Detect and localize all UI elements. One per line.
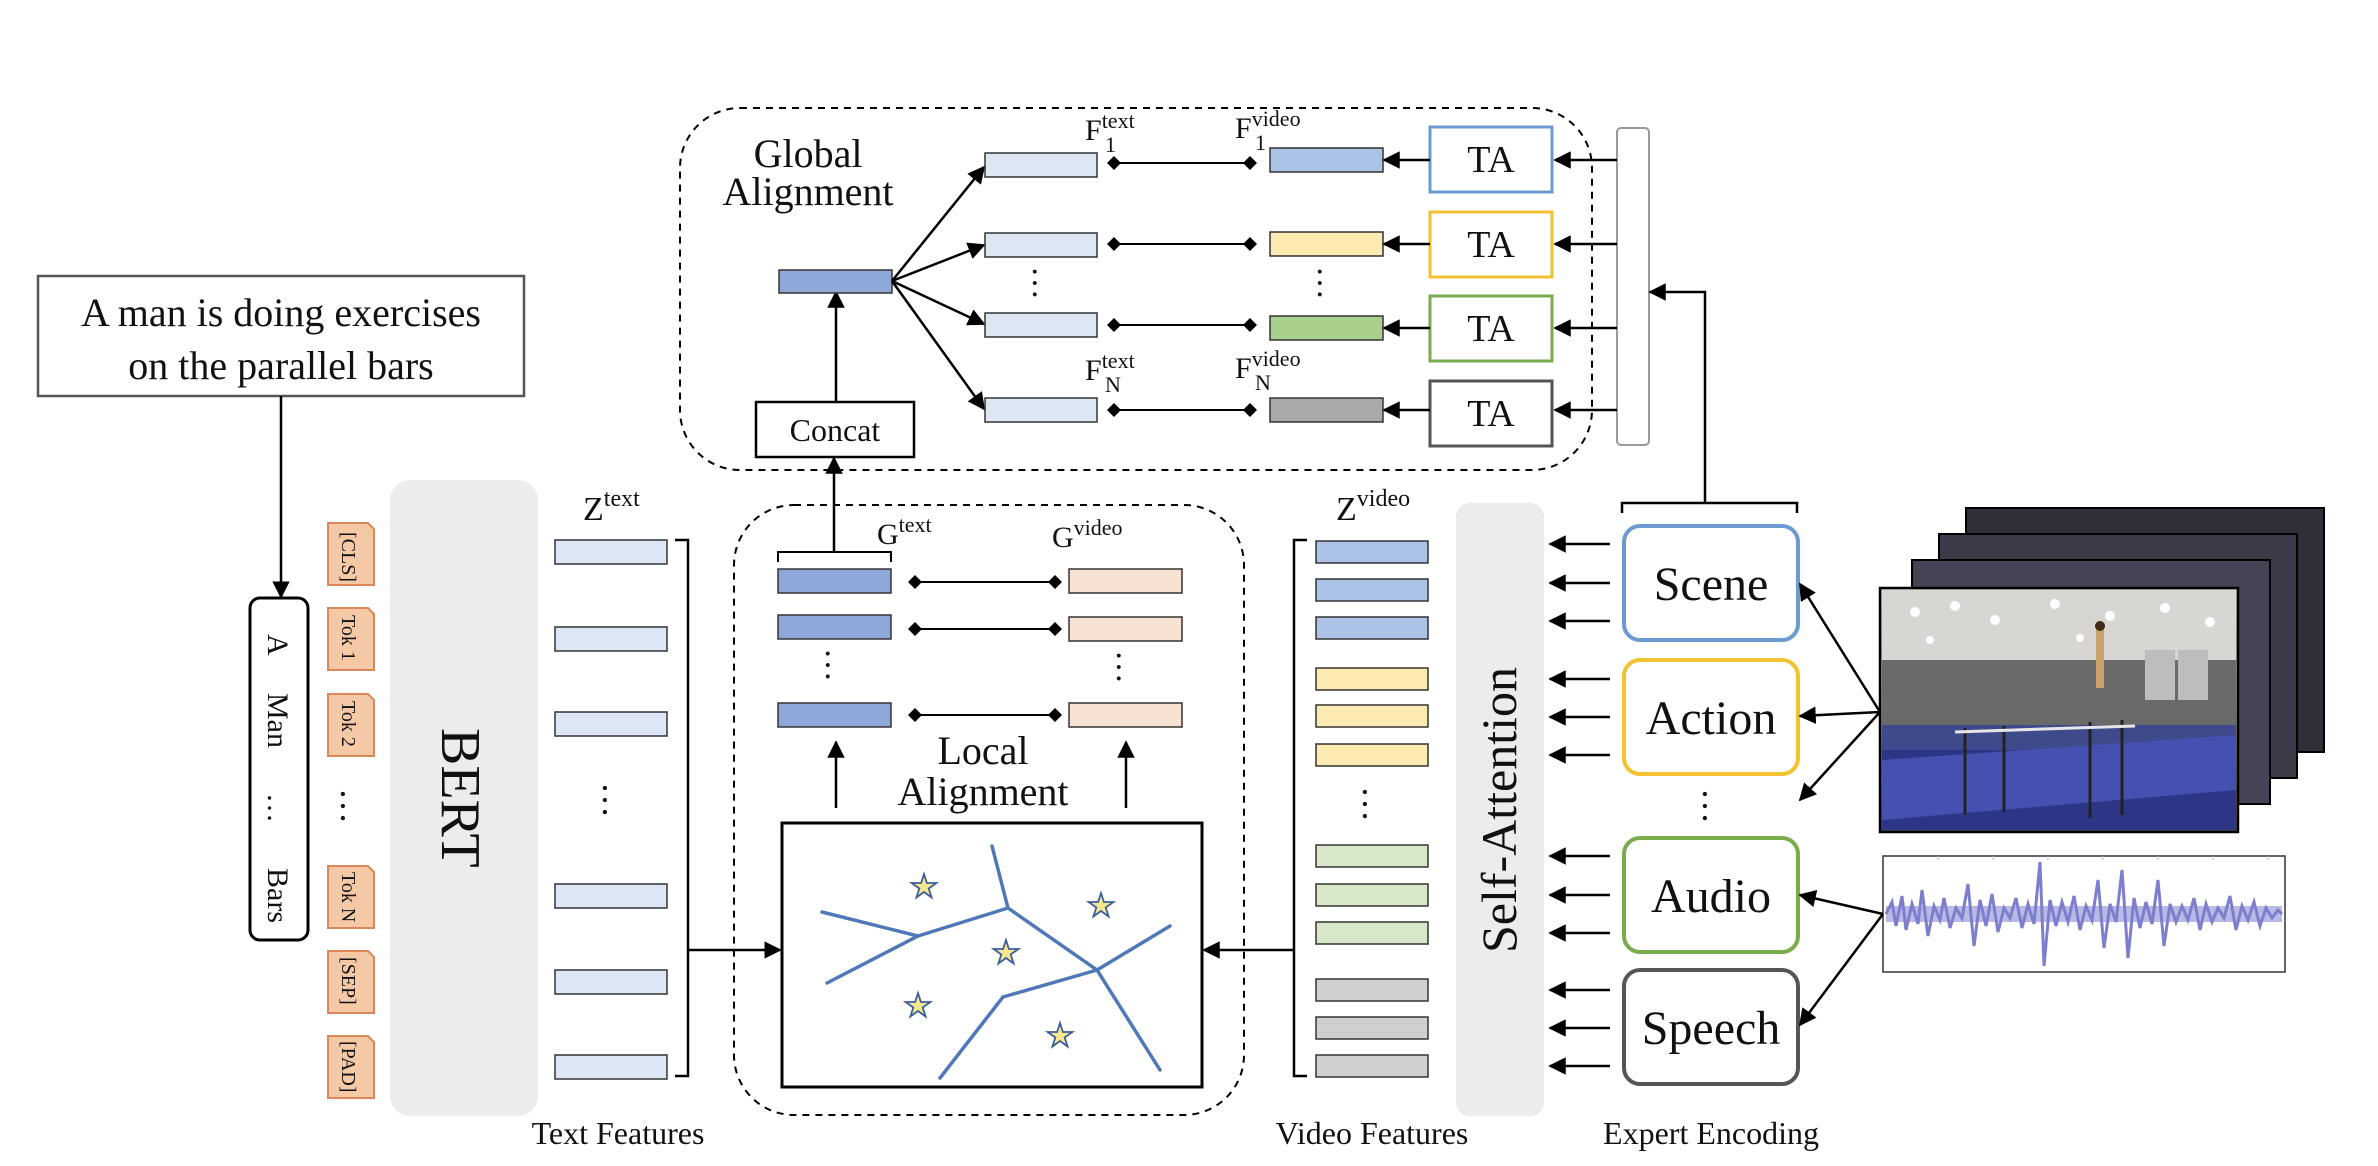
ta-label-1: TA <box>1467 139 1515 181</box>
video-feature-dots: … <box>1355 786 1395 822</box>
video-features-caption: Video Features <box>1276 1115 1469 1151</box>
token-cls: [CLS] <box>327 522 375 586</box>
token-word-3: … <box>261 793 294 823</box>
expert-dots: … <box>1695 788 1735 824</box>
ta-to-fvideo-arrows <box>1382 151 1430 419</box>
text-feature-vectors: … <box>554 539 668 1080</box>
g-text-bracket <box>777 551 892 562</box>
voronoi-box <box>780 821 1204 1089</box>
expert-action: Action <box>1622 658 1800 776</box>
token-word-2: Man <box>261 693 294 748</box>
token-word-box: A Man … Bars <box>248 596 310 942</box>
global-text-vector <box>778 269 893 294</box>
svg-text:…: … <box>1025 266 1062 300</box>
global-alignment-line-2: Alignment <box>722 169 893 214</box>
concat-label: Concat <box>790 412 881 448</box>
ta-label-4: TA <box>1467 393 1515 435</box>
text-features-caption: Text Features <box>532 1115 705 1151</box>
expert-speech-label: Speech <box>1642 1002 1781 1055</box>
ta-label-2: TA <box>1467 224 1515 266</box>
stack-to-ta-arrows <box>1553 151 1617 419</box>
video-features-bracket <box>1292 538 1307 1078</box>
expert-to-attention-arrows <box>1548 535 1610 1075</box>
bert-label: BERT <box>429 728 491 868</box>
g-video-label: Gvideo <box>1052 515 1123 554</box>
concat-box: Concat <box>754 400 916 459</box>
expert-stack-bar <box>1616 127 1650 446</box>
token-tok2: Tok 2 <box>327 693 375 757</box>
f-text-vectors: … <box>984 152 1098 423</box>
token-word-4: Bars <box>261 868 294 923</box>
token-tok1: Tok 1 <box>327 607 375 671</box>
z-video-label: Zvideo <box>1336 486 1410 528</box>
bert-block: BERT <box>390 480 538 1116</box>
svg-text:[CLS]: [CLS] <box>337 532 359 582</box>
expert-speech: Speech <box>1622 968 1800 1086</box>
z-text-label: Ztext <box>583 486 640 528</box>
token-dots: … <box>333 788 373 824</box>
svg-text:[SEP]: [SEP] <box>337 957 359 1005</box>
audio-waveform <box>1882 855 2286 973</box>
frames-to-expert-arrows <box>1798 582 1882 802</box>
expert-audio: Audio <box>1622 836 1800 954</box>
expert-scene: Scene <box>1622 524 1800 642</box>
global-alignment-line-1: Global <box>754 131 863 176</box>
expert-scene-label: Scene <box>1654 558 1769 611</box>
experts-to-stack-arrow <box>1648 283 1707 503</box>
ta-boxes: TA TA TA TA <box>1428 125 1554 448</box>
local-alignment-links <box>908 575 1062 722</box>
token-sep: [SEP] <box>327 950 375 1014</box>
expert-action-label: Action <box>1646 692 1777 745</box>
svg-text:Tok 2: Tok 2 <box>337 701 359 747</box>
svg-text:…: … <box>1310 266 1347 300</box>
token-word-1: A <box>261 634 294 656</box>
caption-line-1: A man is doing exercises <box>81 290 481 335</box>
video-feature-vectors: … <box>1315 540 1429 1078</box>
voronoi-centers <box>902 871 1117 1049</box>
expert-encoding-caption: Expert Encoding <box>1603 1115 1819 1151</box>
svg-text:Tok 1: Tok 1 <box>337 615 359 661</box>
local-alignment-region <box>733 504 1245 1116</box>
ta-label-3: TA <box>1467 308 1515 350</box>
self-attention-block: Self-Attention <box>1456 503 1544 1116</box>
svg-text:[PAD]: [PAD] <box>337 1041 359 1093</box>
global-alignment-region <box>679 107 1593 471</box>
bert-token-tags: [CLS] Tok 1 Tok 2 … Tok N [SEP] [PAD] <box>327 522 375 1099</box>
g-text-label: Gtext <box>877 512 932 551</box>
global-alignment-links <box>1107 156 1257 417</box>
waveform-to-expert-arrows <box>1798 889 1885 1027</box>
video-frame-front <box>1878 586 2240 834</box>
svg-text:…: … <box>1109 650 1146 684</box>
local-alignment-line-2: Alignment <box>897 769 1068 814</box>
token-tokn: Tok N <box>327 865 375 929</box>
svg-text:Tok N: Tok N <box>337 872 359 922</box>
caption-box: A man is doing exercises on the parallel… <box>36 274 526 398</box>
expert-audio-label: Audio <box>1651 870 1771 923</box>
text-features-bracket <box>675 538 690 1078</box>
self-attention-label: Self-Attention <box>1471 667 1527 953</box>
caption-line-2: on the parallel bars <box>128 343 433 388</box>
local-alignment-line-1: Local <box>937 728 1028 773</box>
svg-text:…: … <box>818 648 855 682</box>
g-video-vectors: … <box>1068 568 1183 728</box>
video-frames <box>1878 507 2325 834</box>
experts-bracket <box>1620 501 1799 513</box>
text-feature-dots: … <box>595 782 635 818</box>
f-video-vectors: … <box>1269 147 1384 423</box>
token-pad: [PAD] <box>327 1035 375 1099</box>
global-fanout-arrows <box>890 165 986 411</box>
g-text-vectors: … <box>777 568 892 728</box>
